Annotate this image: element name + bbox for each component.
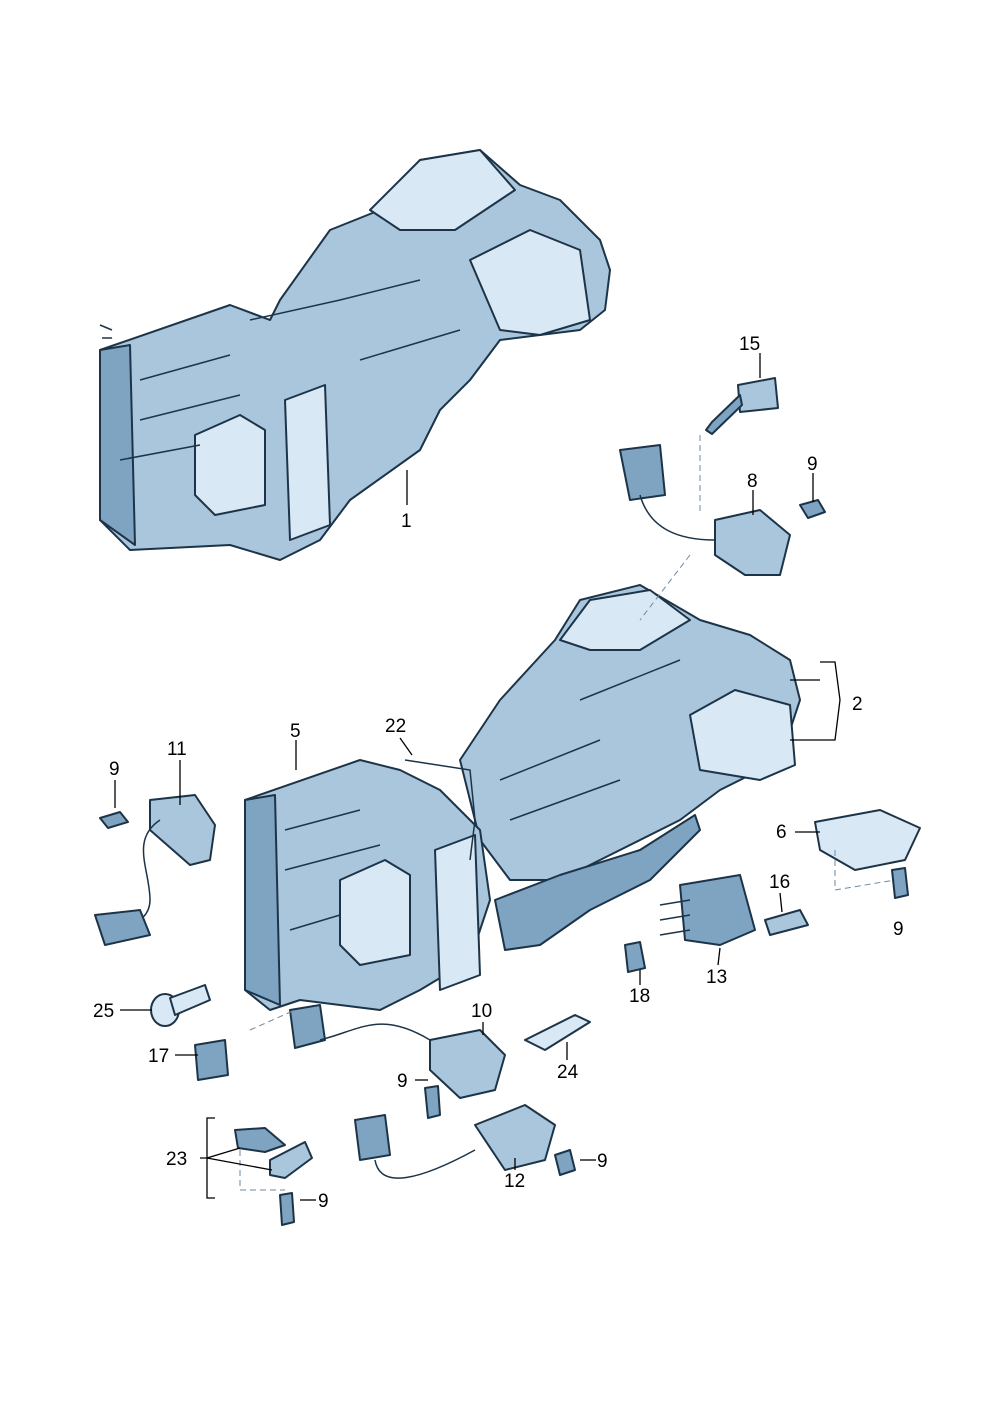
callout-1: 1 bbox=[401, 511, 412, 532]
callout-leader-lines bbox=[114, 353, 841, 1201]
callout-9-bottom-left: 9 bbox=[318, 1191, 329, 1212]
callout-22: 22 bbox=[385, 716, 406, 737]
callout-9-center: 9 bbox=[397, 1071, 408, 1092]
part-16-bolt bbox=[764, 909, 809, 936]
part-25-seal-ring bbox=[150, 984, 211, 1027]
callout-24: 24 bbox=[557, 1062, 579, 1083]
part-6-cover bbox=[814, 809, 921, 871]
part-12-servomotor bbox=[354, 1104, 556, 1179]
part-11-sensor-with-cable bbox=[94, 794, 216, 946]
callout-18: 18 bbox=[629, 986, 650, 1007]
screw-part-9-set bbox=[99, 499, 909, 1226]
callout-15: 15 bbox=[739, 334, 760, 355]
callout-9-right-cover: 9 bbox=[893, 919, 904, 940]
part-23-lever-set bbox=[234, 1127, 313, 1179]
part-18-clip bbox=[624, 941, 646, 973]
part-22-gasket bbox=[404, 759, 476, 861]
part-15-temperature-sensor bbox=[705, 377, 779, 435]
callout-23: 23 bbox=[166, 1149, 187, 1170]
callout-labels: 1 2 5 6 8 9 9 9 9 9 9 10 11 12 13 15 16 … bbox=[93, 334, 904, 1212]
part-24-lever bbox=[524, 1014, 591, 1051]
part-10-servomotor bbox=[289, 1004, 506, 1099]
callout-13: 13 bbox=[706, 967, 727, 988]
callout-5: 5 bbox=[290, 721, 301, 742]
part-5-heater-housing-lower-section bbox=[244, 759, 491, 1011]
part-8-servomotor bbox=[619, 444, 791, 576]
part-17-sensor bbox=[194, 1039, 229, 1081]
callout-17: 17 bbox=[148, 1046, 169, 1067]
part-13-control-unit bbox=[659, 874, 756, 946]
part-1-heater-housing-assembly bbox=[99, 149, 611, 561]
assembly-guide-lines bbox=[239, 435, 896, 1191]
callout-9-bottom-right: 9 bbox=[597, 1151, 608, 1172]
callout-2: 2 bbox=[852, 694, 863, 715]
callout-9-top-right: 9 bbox=[807, 454, 818, 475]
callout-8: 8 bbox=[747, 471, 758, 492]
callout-12: 12 bbox=[504, 1171, 525, 1192]
callout-25: 25 bbox=[93, 1001, 114, 1022]
callout-10: 10 bbox=[471, 1001, 492, 1022]
callout-11: 11 bbox=[167, 739, 187, 760]
callout-9-left: 9 bbox=[109, 759, 120, 780]
callout-6: 6 bbox=[776, 822, 787, 843]
callout-16: 16 bbox=[769, 872, 790, 893]
part-2-housing-upper-section bbox=[459, 584, 801, 951]
